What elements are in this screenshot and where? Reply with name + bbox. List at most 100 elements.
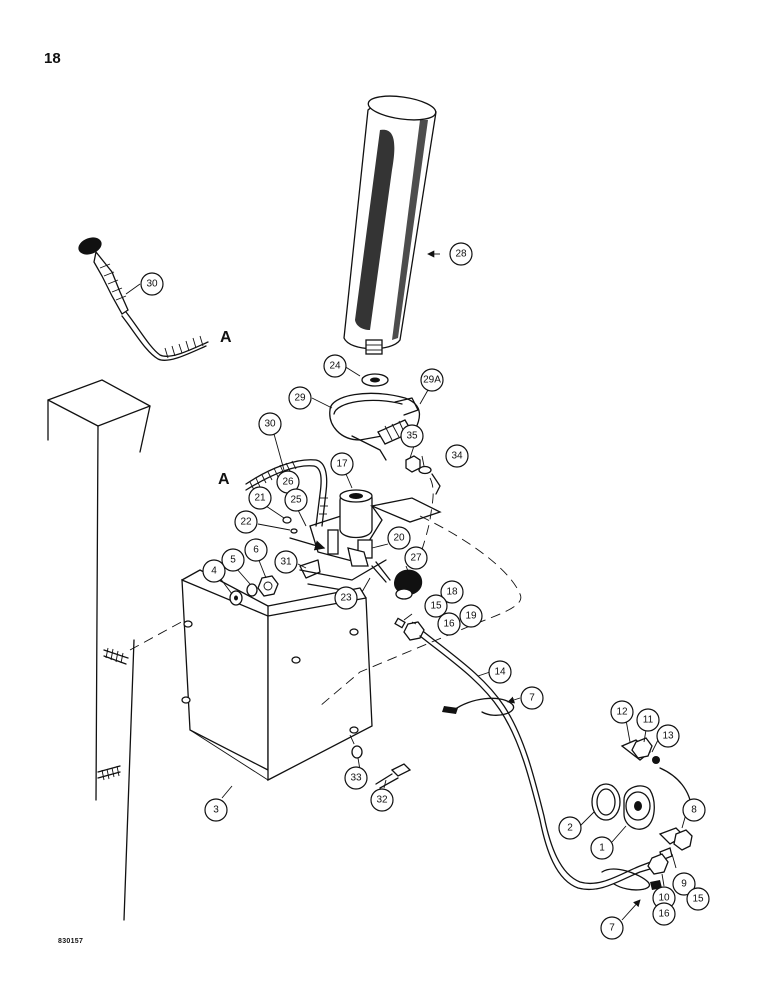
svg-text:19: 19 [465,611,477,622]
svg-text:32: 32 [376,795,388,806]
svg-text:8: 8 [691,805,697,816]
callout-5: 5 [221,548,245,572]
callout-16-lower: 16 [652,902,676,926]
elbow-fitting [620,737,660,764]
callout-29: 29 [288,386,312,410]
svg-text:34: 34 [451,451,463,462]
svg-text:21: 21 [254,493,266,504]
cable-clamp-31 [299,559,321,579]
callout-17: 17 [330,452,354,476]
clamp-band [329,392,421,461]
svg-text:5: 5 [230,555,236,566]
fuel-line [419,631,661,890]
callout-6: 6 [244,538,268,562]
callout-15-lower: 15 [686,887,710,911]
svg-text:29A: 29A [423,375,441,386]
callout-20: 20 [387,526,411,550]
stud-lower [97,765,121,781]
support-post [47,379,151,921]
callout-14: 14 [488,660,512,684]
svg-text:33: 33 [350,773,362,784]
connector-label-a-top: A [220,329,232,346]
fitting-10 [647,853,669,875]
callout-30-mid: 30 [258,412,282,436]
callout-33: 33 [344,766,368,790]
choke-cable-knob [78,237,209,361]
plug-1 [623,785,655,830]
callout-10: 10 [652,886,676,910]
svg-text:22: 22 [240,517,252,528]
svg-text:30: 30 [146,279,158,290]
svg-text:20: 20 [393,533,405,544]
callout-11: 11 [636,708,660,732]
callout-34: 34 [445,444,469,468]
svg-text:14: 14 [494,667,506,678]
callout-27: 27 [404,546,428,570]
callout-13: 13 [656,724,680,748]
svg-text:27: 27 [410,553,422,564]
callout-29a: 29A [420,368,444,392]
callout-2: 2 [558,816,582,840]
svg-text:1: 1 [599,843,605,854]
bolt-32 [375,763,412,789]
callout-18: 18 [440,580,464,604]
callout-32: 32 [370,788,394,812]
callout-3: 3 [204,798,228,822]
callout-30-top: 30 [140,272,164,296]
clip-upper [442,697,515,716]
stud-upper [103,647,129,665]
svg-text:12: 12 [616,707,628,718]
callout-9: 9 [672,872,696,896]
callout-15-upper: 15 [424,594,448,618]
svg-text:30: 30 [264,419,276,430]
svg-text:11: 11 [643,715,654,726]
lockwasher-5 [246,583,258,597]
ring-22 [290,528,298,534]
filter-canister [343,95,437,355]
callout-19: 19 [459,604,483,628]
callout-7-lower: 7 [600,916,624,940]
svg-text:18: 18 [446,587,458,598]
svg-text:26: 26 [282,477,294,488]
svg-text:31: 31 [280,557,292,568]
callout-31: 31 [274,550,298,574]
svg-text:2: 2 [567,823,573,834]
svg-text:28: 28 [455,249,467,260]
callout-35: 35 [400,424,424,448]
seal-ring-2 [591,783,621,821]
svg-text:7: 7 [609,923,615,934]
callout-4: 4 [202,559,226,583]
washer-4 [229,590,243,606]
washer-24 [361,373,389,387]
svg-text:16: 16 [443,619,455,630]
svg-text:25: 25 [290,495,302,506]
fitting-nut [403,621,425,641]
washer-33 [351,745,363,759]
svg-text:9: 9 [681,879,687,890]
svg-text:15: 15 [692,894,704,905]
fitting-sleeve [394,617,406,629]
svg-text:6: 6 [253,545,259,556]
callout-24: 24 [323,354,347,378]
nut-6 [257,575,279,597]
nut-35 [405,455,421,473]
svg-text:29: 29 [294,393,306,404]
cap-27 [394,569,423,600]
callout-28: 28 [449,242,473,266]
svg-text:7: 7 [529,693,535,704]
svg-text:24: 24 [329,361,341,372]
callout-12: 12 [610,700,634,724]
page-number: 18 [44,50,61,67]
callout-22: 22 [234,510,258,534]
mounting-bracket [181,569,373,782]
primer-pump [299,489,442,593]
callout-7-upper: 7 [520,686,544,710]
svg-text:17: 17 [336,459,348,470]
clip-lower [601,868,662,891]
svg-text:35: 35 [406,431,418,442]
callout-26: 26 [276,470,300,494]
ring-21 [282,516,292,524]
callout-23: 23 [334,586,358,610]
svg-text:16: 16 [658,909,670,920]
